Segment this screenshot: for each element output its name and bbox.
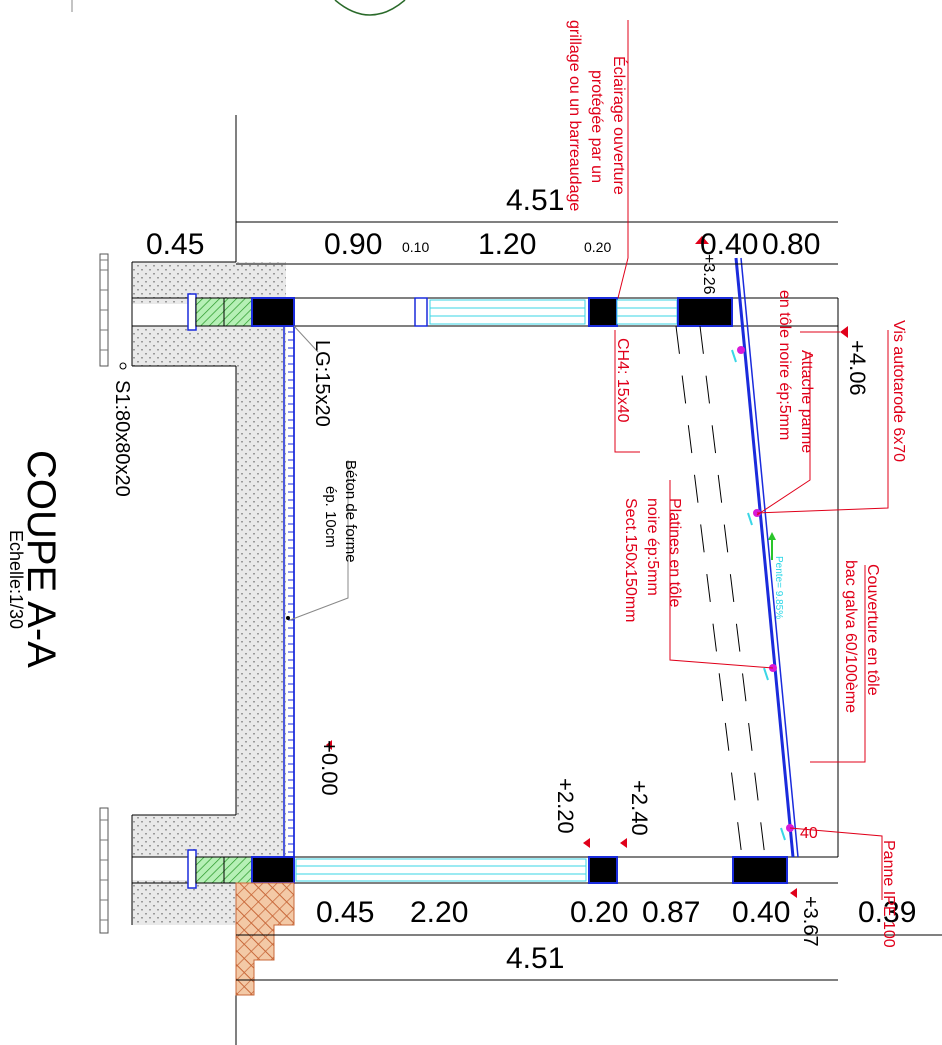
label-attache-1: Attache panne — [798, 350, 815, 453]
dim-top-120: 1.20 — [478, 228, 536, 261]
dim-bottom-087: 0.87 — [642, 896, 700, 929]
side-plate-bottom — [99, 807, 109, 934]
dim-top-090: 0.90 — [324, 228, 382, 261]
label-beton-2: ép. 10cm — [322, 486, 339, 548]
dim-lines-top — [235, 221, 838, 265]
dim-bottom-040: 0.40 — [732, 896, 790, 929]
label-lg: LG:15x20 — [311, 340, 333, 427]
roof-sheet — [734, 257, 799, 858]
annotation-leaders — [614, 20, 889, 900]
concrete-wall — [131, 261, 286, 925]
label-eclairage-1: Éclairage ouverture — [610, 56, 629, 195]
label-platines-1: Platines en tôle — [666, 498, 683, 608]
level-240: +2.40 — [627, 780, 652, 836]
slope-dashes — [675, 325, 766, 858]
level-367: +3.67 — [799, 896, 821, 947]
title: COUPE A-A — [19, 450, 63, 668]
lower-wall-band — [132, 849, 838, 889]
dim-bottom-020: 0.20 — [570, 896, 628, 929]
label-beton-1: Béton de forme — [342, 460, 359, 563]
label-ch4: CH4: 15x40 — [614, 338, 631, 423]
label-attache-2: en tôle noire ép:5mm — [776, 290, 793, 440]
dim-lines-bottom — [236, 934, 942, 981]
upper-wall-band — [132, 293, 839, 857]
label-pente: Pente= 9.85% — [773, 556, 784, 619]
label-platines-2: noire ép:5mm — [644, 498, 661, 596]
dim-bottom-039: 0.39 — [858, 896, 916, 929]
dim-top-040: 0.40 — [700, 228, 758, 261]
callout-lines — [289, 325, 349, 621]
top-circle-arc — [334, 0, 406, 16]
scale: Echelle:1/30 — [6, 530, 26, 629]
dim-bottom-220: 2.20 — [410, 896, 468, 929]
level-326: +3.26 — [700, 254, 717, 295]
label-couverture-1: Couverture en tôle — [864, 564, 881, 696]
label-vis: Vis autotarode 6x70 — [890, 320, 907, 462]
foundation-brick — [235, 882, 295, 996]
label-platines-3: Sect.150x150mm — [622, 498, 639, 623]
dim-top-010: 0.10 — [402, 239, 429, 255]
level-000: +0.00 — [317, 740, 342, 796]
dim-bottom-total: 4.51 — [506, 942, 564, 975]
label-panne-40: 40 — [800, 825, 818, 842]
level-triangles — [326, 236, 848, 898]
dim-top-total: 4.51 — [506, 184, 564, 217]
dim-top-045: 0.45 — [146, 228, 204, 261]
s1-marker — [119, 362, 127, 370]
level-406: +4.06 — [845, 340, 870, 396]
dim-top-020: 0.20 — [584, 239, 611, 255]
dim-top-080: 0.80 — [762, 228, 820, 261]
label-eclairage-3: grillage ou un barreaudage — [566, 20, 583, 211]
label-panne: Panne IPE 100 — [880, 840, 897, 948]
level-220: +2.20 — [553, 778, 578, 834]
label-couverture-2: bac galva 60/100ème — [842, 560, 859, 713]
label-eclairage-2: protégée par un — [588, 70, 605, 183]
slab-ladder — [283, 325, 295, 858]
label-s1: S1:80x80x20 — [111, 380, 133, 497]
side-plate-top — [99, 253, 109, 367]
dim-bottom-045: 0.45 — [316, 896, 374, 929]
pente-arrow — [768, 532, 776, 560]
